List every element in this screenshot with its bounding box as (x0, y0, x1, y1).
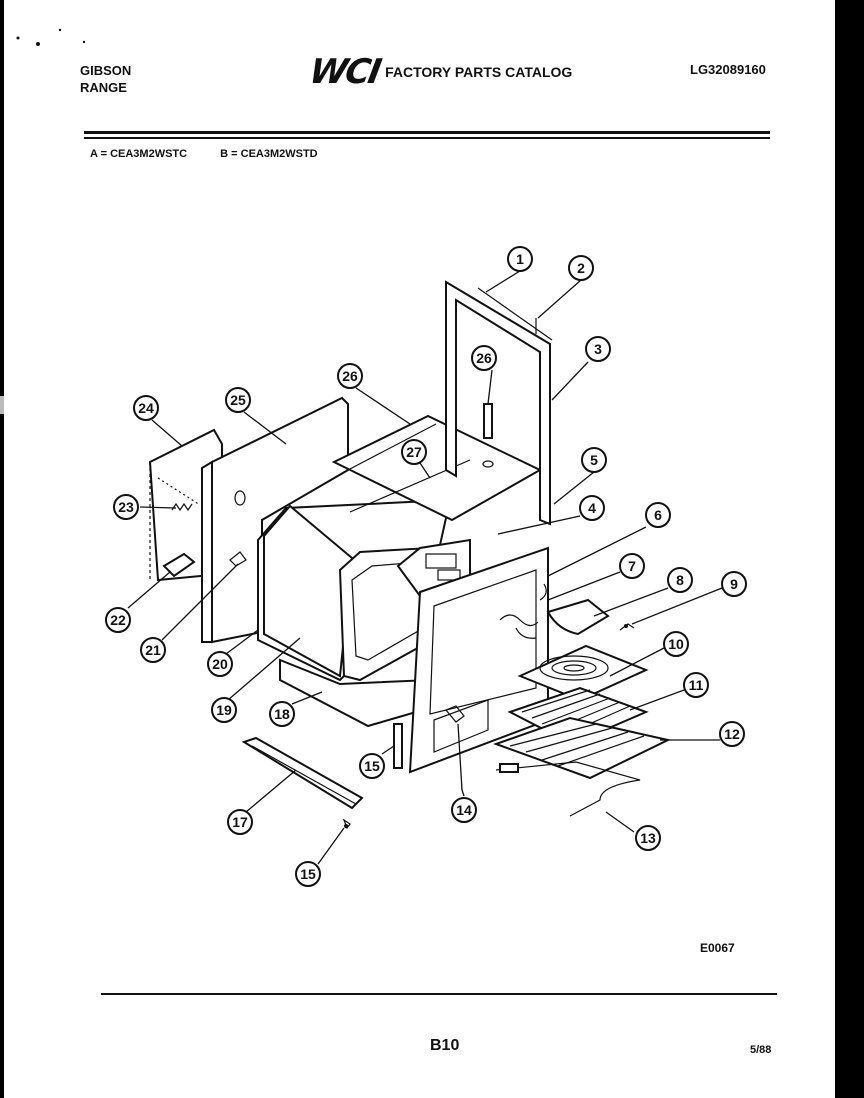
callout-20: 20 (207, 651, 233, 677)
scan-specks (16, 28, 86, 46)
callout-27: 27 (401, 439, 427, 465)
callout-19: 19 (211, 697, 237, 723)
callout-22: 22 (105, 607, 131, 633)
callout-label: 17 (232, 814, 248, 830)
catalog-number: LG32089160 (690, 62, 766, 77)
callout-14: 14 (451, 797, 477, 823)
callout-label: 22 (110, 612, 126, 628)
callout-26-back: 26 (471, 345, 497, 371)
drawing-code: E0067 (700, 941, 735, 955)
callout-label: 8 (676, 572, 684, 588)
callout-label: 4 (588, 500, 596, 516)
callout-label: 20 (212, 656, 228, 672)
bake-element-part (495, 761, 641, 817)
callout-24: 24 (133, 395, 159, 421)
back-panel-part (445, 280, 553, 526)
callout-15: 15 (359, 753, 385, 779)
callout-label: 21 (145, 642, 161, 658)
kick-plate-part (241, 736, 364, 810)
callout-label: 12 (724, 726, 740, 742)
callout-label: 19 (216, 702, 232, 718)
callout-label: 3 (594, 341, 602, 357)
spring-part (171, 502, 193, 512)
page-number: B10 (430, 1037, 460, 1054)
callout-3: 3 (585, 336, 611, 362)
callout-label: 14 (456, 802, 472, 818)
callout-10: 10 (663, 631, 689, 657)
callout-26-top: 26 (337, 363, 363, 389)
callout-label: 15 (300, 866, 316, 882)
terminal-block-part (445, 705, 465, 791)
callout-9: 9 (721, 571, 747, 597)
clip-part (619, 623, 635, 631)
mounting-bracket-part (162, 552, 196, 578)
heating-element-part (517, 644, 649, 702)
callout-2: 2 (568, 255, 594, 281)
callout-label: 5 (590, 452, 598, 468)
oven-cavity-part (257, 498, 452, 682)
callout-label: 2 (577, 260, 585, 276)
callout-label: 23 (118, 499, 134, 515)
callout-label: 25 (230, 392, 246, 408)
callout-label: 11 (689, 677, 704, 693)
callout-label: 9 (730, 576, 738, 592)
callout-label: 26 (342, 368, 358, 384)
callout-label: 24 (138, 400, 154, 416)
product-type: RANGE (80, 80, 127, 95)
brand-block: GIBSON RANGE (80, 62, 131, 96)
header-rule-bottom (84, 137, 770, 139)
screw-part (342, 818, 351, 830)
leader-lines (127, 270, 723, 865)
model-b: B = CEA3M2WSTD (220, 148, 318, 160)
callout-label: 13 (640, 830, 656, 846)
callout-7: 7 (619, 553, 645, 579)
callout-18: 18 (269, 701, 295, 727)
callout-17: 17 (227, 809, 253, 835)
callout-21: 21 (140, 637, 166, 663)
callout-label: 7 (628, 558, 636, 574)
callout-13: 13 (635, 825, 661, 851)
callout-16: 15 (295, 861, 321, 887)
callout-12: 12 (719, 721, 745, 747)
header-rule-top (84, 131, 770, 134)
publish-date: 5/88 (750, 1044, 772, 1056)
callout-4: 4 (579, 495, 605, 521)
callout-6: 6 (645, 502, 671, 528)
model-legend: A = CEA3M2WSTC B = CEA3M2WSTD (90, 148, 348, 160)
callout-1: 1 (507, 246, 533, 272)
gasket-part (499, 614, 539, 639)
drip-tray-part (546, 598, 610, 636)
scan-edge-mark (0, 396, 4, 414)
brand-name: GIBSON (80, 63, 132, 78)
callout-5: 5 (581, 447, 607, 473)
catalog-header: WCI FACTORY PARTS CATALOG (306, 52, 573, 92)
callout-23: 23 (113, 494, 139, 520)
hinge-part (393, 723, 403, 769)
callout-label: 27 (406, 444, 422, 460)
footer-rule (101, 993, 777, 995)
callout-label: 10 (668, 636, 684, 652)
callout-8: 8 (667, 567, 693, 593)
callout-11: 11 (683, 672, 709, 698)
callout-label: 6 (654, 507, 662, 523)
catalog-title: FACTORY PARTS CATALOG (385, 64, 573, 80)
callout-label: 1 (516, 251, 524, 267)
callout-25: 25 (225, 387, 251, 413)
callout-label: 18 (274, 706, 290, 722)
top-cover-part (331, 403, 543, 522)
callout-label: 15 (364, 758, 380, 774)
model-a: A = CEA3M2WSTC (90, 148, 188, 160)
callout-label: 26 (476, 350, 492, 366)
